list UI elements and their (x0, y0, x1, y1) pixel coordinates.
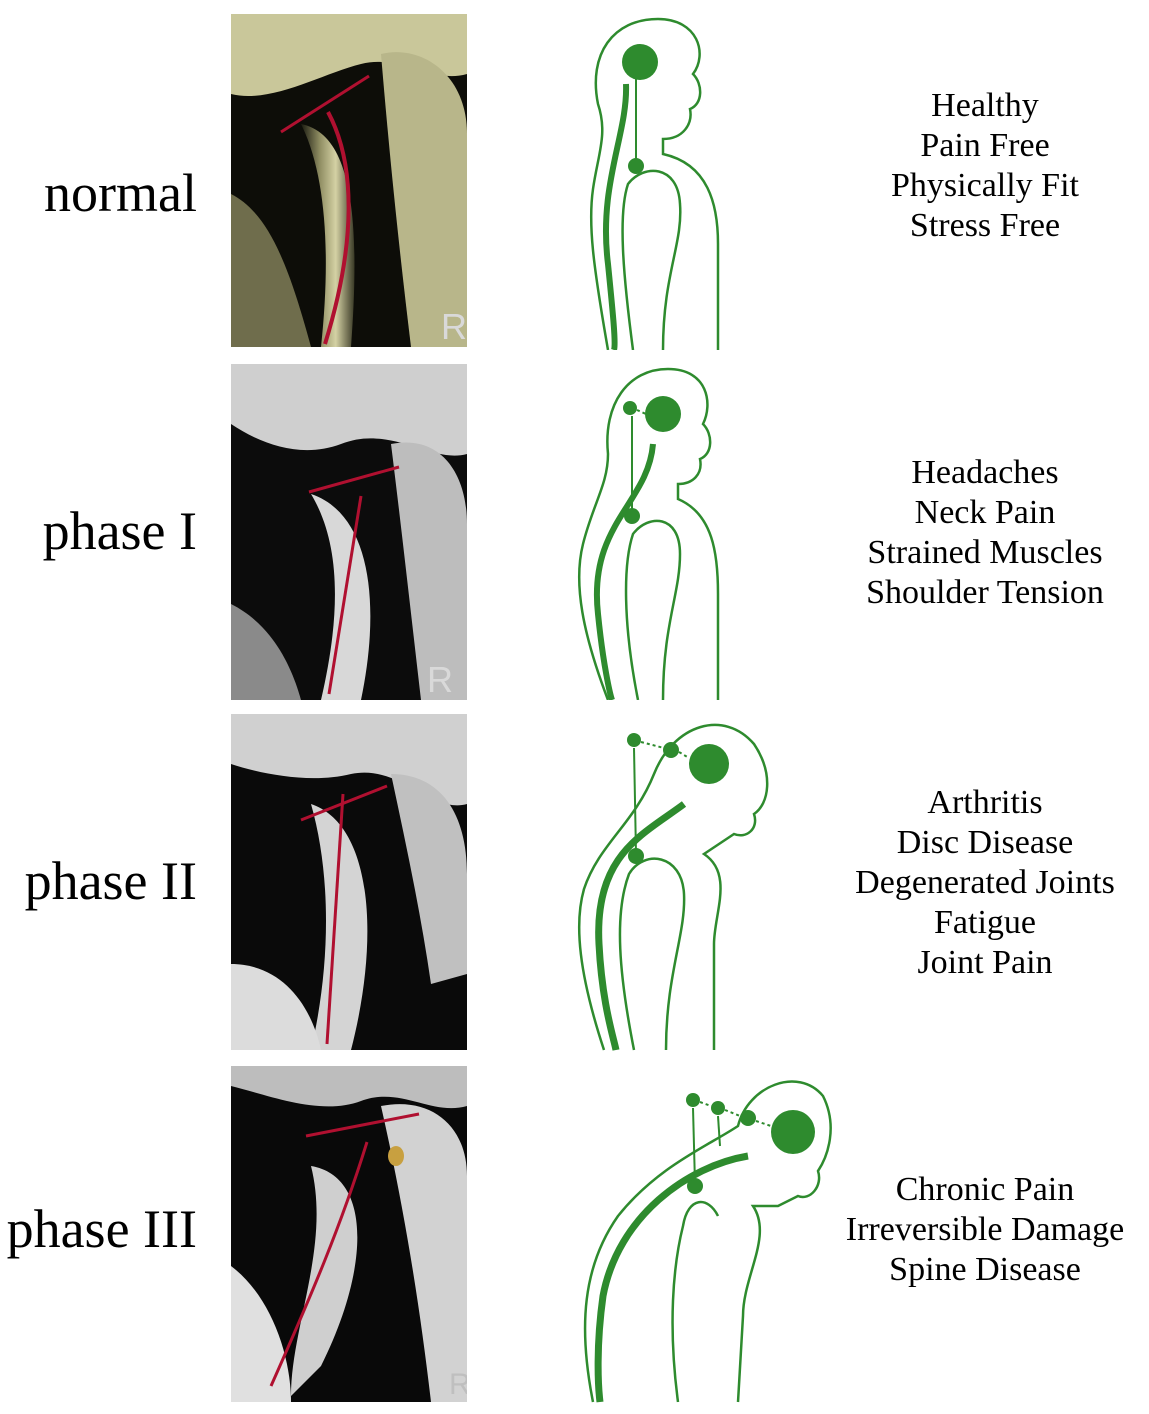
xray-marker: R (441, 306, 467, 347)
posture-figure-phase-1 (568, 364, 728, 705)
symptom-list-normal: Healthy Pain Free Physically Fit Stress … (820, 86, 1149, 246)
phase-label: normal (44, 163, 197, 223)
symptom-item: Stress Free (909, 207, 1061, 244)
symptom-item: Arthritis (927, 784, 1043, 821)
symptom-list-phase-3: Chronic Pain Irreversible Damage Spine D… (820, 1170, 1149, 1290)
xray-image-phase-2 (231, 714, 467, 1050)
xray-image-phase-3: R (231, 1066, 467, 1402)
symptom-item: Strained Muscles (867, 534, 1103, 571)
posture-figure-phase-3 (578, 1066, 838, 1411)
xray-image-phase-1: R (231, 364, 467, 700)
symptom-item: Neck Pain (914, 494, 1056, 531)
symptom-item: Fatigue (934, 904, 1036, 941)
symptom-item: Disc Disease (896, 824, 1074, 861)
symptom-item: Spine Disease (889, 1251, 1081, 1288)
xray-marker: R (427, 659, 453, 700)
xray-marker: R (449, 1368, 467, 1401)
posture-figure-phase-2 (574, 714, 774, 1059)
symptom-item: Pain Free (920, 127, 1050, 164)
symptom-item: Chronic Pain (895, 1171, 1075, 1208)
symptom-item: Physically Fit (891, 167, 1079, 204)
symptom-item: Shoulder Tension (866, 574, 1104, 611)
symptom-item: Irreversible Damage (845, 1211, 1125, 1248)
posture-figure-normal (568, 14, 728, 355)
symptom-list-phase-1: Headaches Neck Pain Strained Muscles Sho… (820, 453, 1149, 613)
xray-image-normal: R (231, 14, 467, 347)
symptom-item: Healthy (931, 87, 1039, 124)
symptom-item: Degenerated Joints (855, 864, 1115, 901)
symptom-item: Joint Pain (917, 944, 1053, 981)
phase-label: phase III (6, 1199, 197, 1259)
phase-label: phase II (24, 851, 197, 911)
phase-label: phase I (42, 501, 197, 561)
symptom-item: Headaches (911, 454, 1059, 491)
symptom-list-phase-2: Arthritis Disc Disease Degenerated Joint… (820, 783, 1149, 983)
